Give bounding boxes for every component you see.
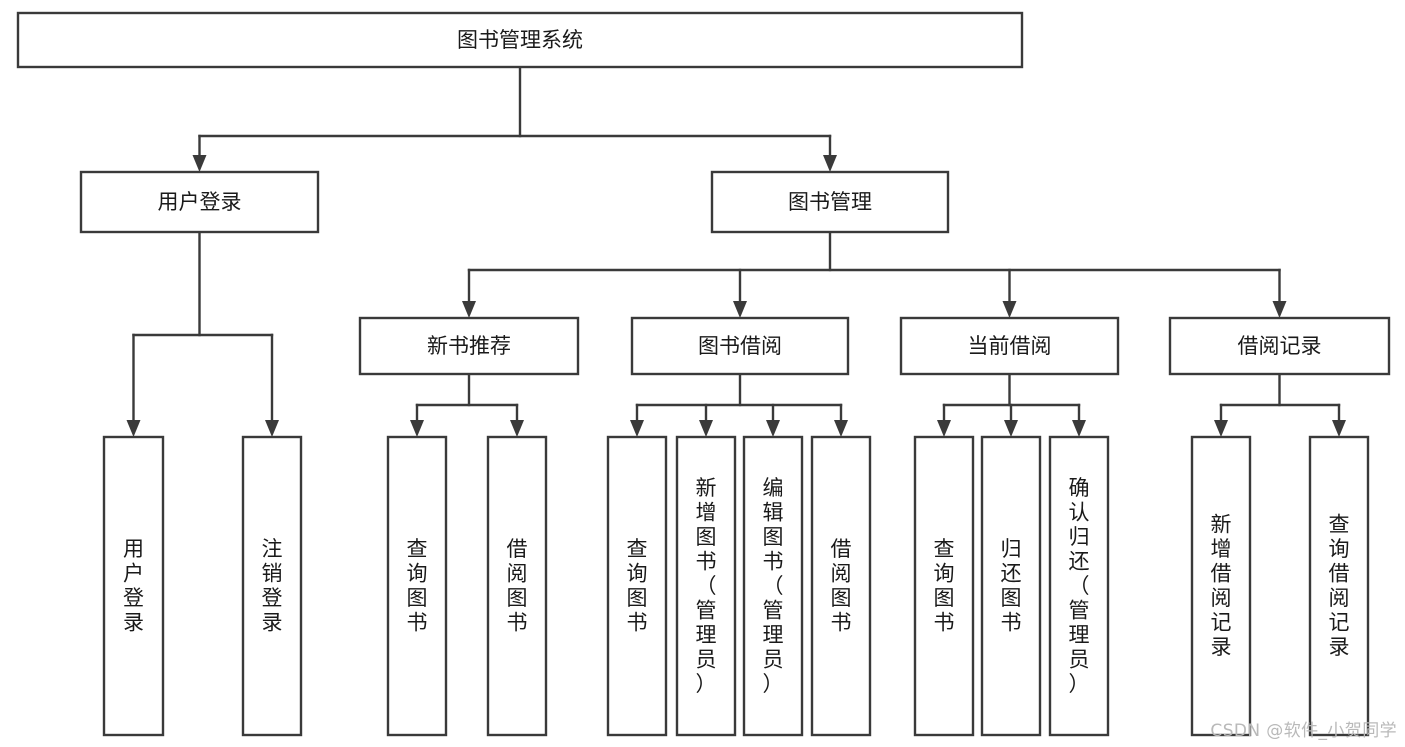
node-label-leaf-query-book-c: 查询图书 <box>934 537 955 635</box>
arrow-leaf-borrow-book-b-arrowhead <box>834 420 848 437</box>
node-root[interactable]: 图书管理系统 <box>16 11 1024 69</box>
node-label-book-borrow: 图书借阅 <box>698 334 782 358</box>
node-leaf-borrow-book-rec[interactable]: 借阅图书 <box>486 435 548 737</box>
node-label-new-book-rec: 新书推荐 <box>427 334 511 358</box>
node-box-leaf-add-book <box>675 435 737 737</box>
node-label-leaf-query-book-b: 查询图书 <box>627 537 648 635</box>
node-label-leaf-confirm-return: 确认归还（管理员） <box>1069 476 1090 696</box>
node-label-book-manage: 图书管理 <box>788 190 872 214</box>
node-label-root: 图书管理系统 <box>457 28 583 52</box>
arrow-l2-user-login-arrowhead <box>192 155 207 172</box>
node-box-book-manage <box>710 170 950 234</box>
node-leaf-confirm-return[interactable]: 确认归还（管理员） <box>1048 435 1110 737</box>
node-book-borrow[interactable]: 图书借阅 <box>630 316 850 376</box>
arrow-leaf-query-book-c-arrowhead <box>937 420 951 437</box>
node-label-leaf-logout: 注销登录 <box>262 537 283 635</box>
node-borrow-record[interactable]: 借阅记录 <box>1168 316 1391 376</box>
node-box-leaf-confirm-return <box>1048 435 1110 737</box>
node-label-leaf-add-book: 新增图书（管理员） <box>696 476 717 696</box>
node-label-leaf-user-login: 用户登录 <box>123 537 144 635</box>
arrow-leaf-query-book-rec-arrowhead <box>410 420 424 437</box>
node-label-leaf-add-record: 新增借阅记录 <box>1211 513 1232 660</box>
node-leaf-add-record[interactable]: 新增借阅记录 <box>1190 435 1252 737</box>
arrow-leaf-return-book-arrowhead <box>1004 420 1018 437</box>
node-box-leaf-borrow-book-rec <box>486 435 548 737</box>
arrow-leaf-logout-arrowhead <box>265 420 279 437</box>
node-box-root <box>16 11 1024 69</box>
arrow-leaf-query-book-b-arrowhead <box>630 420 644 437</box>
node-label-leaf-borrow-book-rec: 借阅图书 <box>507 537 528 635</box>
arrow-l3-borrow-record-arrowhead <box>1272 301 1287 318</box>
node-box-leaf-return-book <box>980 435 1042 737</box>
node-label-leaf-query-record: 查询借阅记录 <box>1329 513 1350 660</box>
node-box-book-borrow <box>630 316 850 376</box>
node-box-leaf-query-record <box>1308 435 1370 737</box>
node-leaf-query-book-b[interactable]: 查询图书 <box>606 435 668 737</box>
node-leaf-query-book-rec[interactable]: 查询图书 <box>386 435 448 737</box>
node-leaf-user-login[interactable]: 用户登录 <box>102 435 165 737</box>
arrow-leaf-add-book-arrowhead <box>699 420 713 437</box>
node-leaf-add-book[interactable]: 新增图书（管理员） <box>675 435 737 737</box>
arrow-l3-new-book-rec-arrowhead <box>462 301 476 318</box>
node-leaf-edit-book[interactable]: 编辑图书（管理员） <box>742 435 804 737</box>
node-box-leaf-edit-book <box>742 435 804 737</box>
node-leaf-borrow-book-b[interactable]: 借阅图书 <box>810 435 872 737</box>
arrow-l3-book-borrow-arrowhead <box>733 301 747 318</box>
node-box-leaf-borrow-book-b <box>810 435 872 737</box>
node-box-leaf-query-book-c <box>913 435 975 737</box>
node-label-current-borrow: 当前借阅 <box>968 334 1052 358</box>
connector-layer <box>126 65 1346 437</box>
node-box-current-borrow <box>899 316 1120 376</box>
node-new-book-rec[interactable]: 新书推荐 <box>358 316 580 376</box>
node-label-leaf-query-book-rec: 查询图书 <box>407 537 428 635</box>
arrow-leaf-user-login-arrowhead <box>126 420 141 437</box>
node-leaf-query-book-c[interactable]: 查询图书 <box>913 435 975 737</box>
arrow-l2-book-manage-arrowhead <box>823 155 837 172</box>
node-book-manage[interactable]: 图书管理 <box>710 170 950 234</box>
node-box-leaf-query-book-b <box>606 435 668 737</box>
arrow-leaf-borrow-book-rec-arrowhead <box>510 420 524 437</box>
node-label-leaf-edit-book: 编辑图书（管理员） <box>763 476 784 696</box>
node-current-borrow[interactable]: 当前借阅 <box>899 316 1120 376</box>
node-layer: 图书管理系统用户登录图书管理新书推荐图书借阅当前借阅借阅记录用户登录注销登录查询… <box>16 11 1391 737</box>
node-box-leaf-user-login <box>102 435 165 737</box>
node-leaf-logout[interactable]: 注销登录 <box>241 435 303 737</box>
node-label-user-login: 用户登录 <box>158 190 242 214</box>
node-label-leaf-borrow-book-b: 借阅图书 <box>831 537 852 635</box>
arrow-l3-current-borrow-arrowhead <box>1002 301 1017 318</box>
node-box-new-book-rec <box>358 316 580 376</box>
node-box-leaf-logout <box>241 435 303 737</box>
node-label-leaf-return-book: 归还图书 <box>1001 537 1022 635</box>
node-box-leaf-add-record <box>1190 435 1252 737</box>
node-leaf-return-book[interactable]: 归还图书 <box>980 435 1042 737</box>
csdn-watermark: CSDN @软件_小贺同学 <box>1210 721 1397 741</box>
arrow-leaf-add-record-arrowhead <box>1214 420 1228 437</box>
node-box-borrow-record <box>1168 316 1391 376</box>
node-box-leaf-query-book-rec <box>386 435 448 737</box>
node-label-borrow-record: 借阅记录 <box>1238 334 1322 358</box>
node-box-user-login <box>79 170 320 234</box>
arrow-leaf-confirm-return-arrowhead <box>1072 420 1086 437</box>
node-user-login[interactable]: 用户登录 <box>79 170 320 234</box>
node-leaf-query-record[interactable]: 查询借阅记录 <box>1308 435 1370 737</box>
arrow-leaf-edit-book-arrowhead <box>766 420 780 437</box>
arrow-leaf-query-record-arrowhead <box>1332 420 1346 437</box>
